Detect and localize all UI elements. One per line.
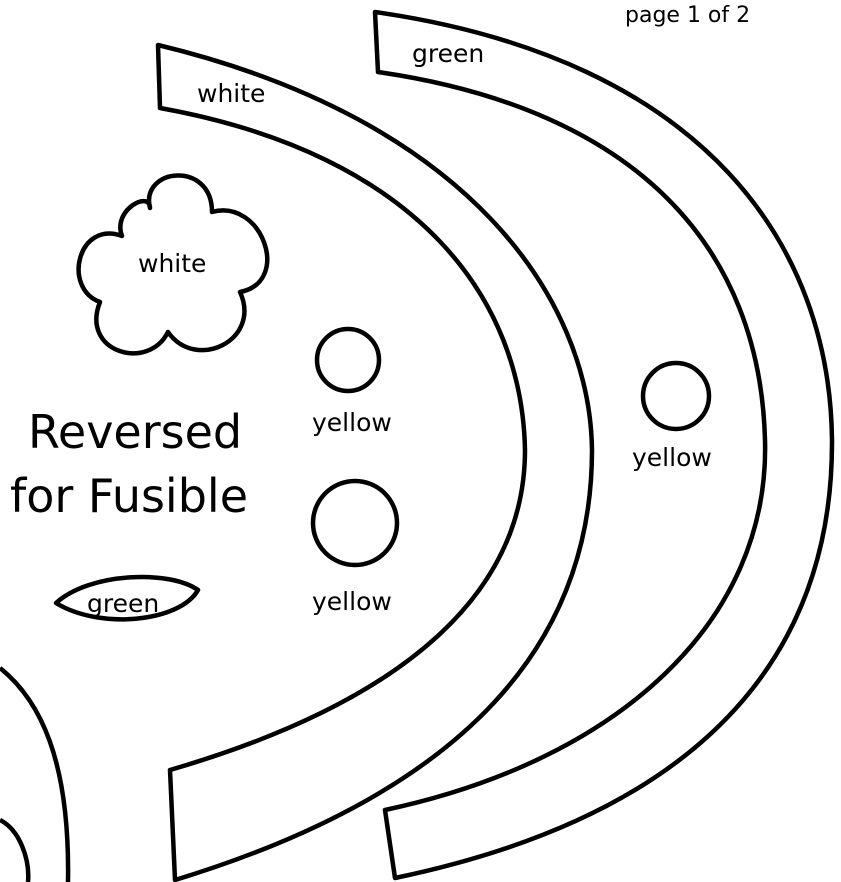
leaf-piece xyxy=(53,574,201,622)
page-number: page 1 of 2 xyxy=(625,3,750,28)
circle-outer-arc-piece xyxy=(640,360,712,432)
flower-label: white xyxy=(138,249,206,278)
circle-bottom-piece xyxy=(310,478,400,568)
partial-outer-shape xyxy=(0,666,71,882)
outer-arc-label: green xyxy=(412,39,484,68)
circle-top-piece xyxy=(314,326,382,394)
heading-line-1: Reversed xyxy=(28,405,242,459)
heading-line-2: for Fusible xyxy=(10,469,248,523)
circle-top-label: yellow xyxy=(312,408,392,437)
leaf-label: green xyxy=(87,589,159,618)
partial-inner-shape xyxy=(0,817,31,882)
circle-outer-arc-label: yellow xyxy=(632,443,712,472)
circle-bottom-label: yellow xyxy=(312,587,392,616)
flower-piece xyxy=(76,173,270,356)
inner-arc-piece xyxy=(155,42,595,882)
outer-arc-piece xyxy=(372,9,835,881)
inner-arc-label: white xyxy=(197,79,265,108)
